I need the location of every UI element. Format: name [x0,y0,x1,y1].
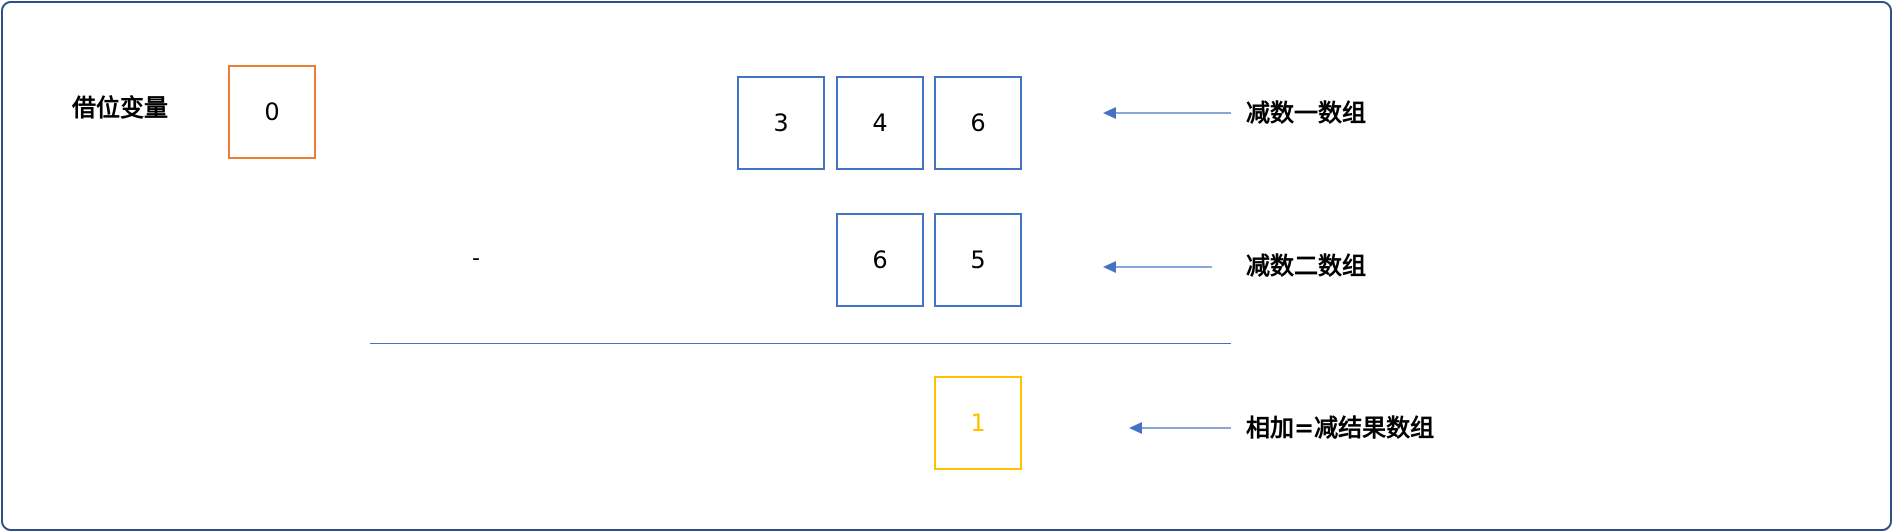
minuend-array-label: 减数一数组 [1246,99,1366,127]
minuend-digit: 3 [737,76,825,170]
subtrahend-digit: 5 [934,213,1022,307]
minus-sign: - [472,246,480,271]
minuend-digit: 4 [836,76,924,170]
divider-line [370,343,1231,344]
subtrahend-digit: 6 [836,213,924,307]
result-digit: 1 [934,376,1022,470]
result-array-label: 相加=减结果数组 [1246,414,1435,442]
borrow-variable-label: 借位变量 [72,94,168,122]
borrow-variable-box: 0 [228,65,316,159]
subtrahend-array-label: 减数二数组 [1246,252,1366,280]
minuend-digit: 6 [934,76,1022,170]
